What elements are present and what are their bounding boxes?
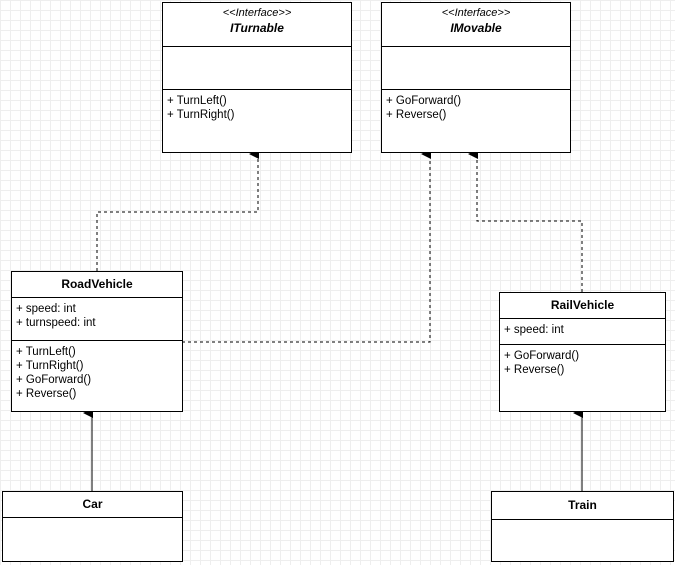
imovable-interface[interactable]: <<Interface>> IMovable + GoForward() + R… xyxy=(381,2,571,153)
iturnable-header: <<Interface>> ITurnable xyxy=(163,3,351,47)
railvehicle-methods: + GoForward() + Reverse() xyxy=(500,345,665,377)
method: + Reverse() xyxy=(16,388,77,400)
method: + TurnLeft() xyxy=(16,346,76,358)
realization-roadvehicle-imovable xyxy=(182,149,431,343)
imovable-name: IMovable xyxy=(450,21,502,35)
imovable-header: <<Interface>> IMovable xyxy=(382,3,570,47)
iturnable-methods: + TurnLeft() + TurnRight() xyxy=(163,90,351,122)
imovable-methods: + GoForward() + Reverse() xyxy=(382,90,570,122)
attribute: + speed: int xyxy=(16,303,76,315)
car-name: Car xyxy=(82,497,103,511)
method: + GoForward() xyxy=(504,350,580,362)
method: + GoForward() xyxy=(386,95,462,107)
iturnable-attributes xyxy=(163,47,351,90)
roadvehicle-class[interactable]: RoadVehicle + speed: int + turnspeed: in… xyxy=(11,271,183,412)
roadvehicle-attributes: + speed: int + turnspeed: int xyxy=(12,298,182,341)
method: + GoForward() xyxy=(16,374,92,386)
iturnable-stereotype: <<Interface>> xyxy=(222,7,292,19)
realization-railvehicle-imovable xyxy=(468,149,583,292)
roadvehicle-name: RoadVehicle xyxy=(61,277,133,291)
train-header: Train xyxy=(492,492,673,520)
method: + Reverse() xyxy=(386,109,447,121)
method: + TurnLeft() xyxy=(167,95,227,107)
train-class[interactable]: Train xyxy=(491,491,674,562)
imovable-stereotype: <<Interface>> xyxy=(441,7,511,19)
iturnable-interface[interactable]: <<Interface>> ITurnable + TurnLeft() + T… xyxy=(162,2,352,153)
imovable-attributes xyxy=(382,47,570,90)
railvehicle-header: RailVehicle xyxy=(500,293,665,319)
railvehicle-attributes: + speed: int xyxy=(500,319,665,345)
railvehicle-name: RailVehicle xyxy=(550,298,615,312)
car-class[interactable]: Car xyxy=(2,491,183,562)
realization-roadvehicle-iturnable xyxy=(96,149,259,271)
attribute: + turnspeed: int xyxy=(16,317,96,329)
train-name: Train xyxy=(568,498,597,512)
roadvehicle-methods: + TurnLeft() + TurnRight() + GoForward()… xyxy=(12,341,182,401)
method: + TurnRight() xyxy=(16,360,84,372)
method: + Reverse() xyxy=(504,364,565,376)
car-header: Car xyxy=(3,492,182,518)
railvehicle-class[interactable]: RailVehicle + speed: int + GoForward() +… xyxy=(499,292,666,412)
method: + TurnRight() xyxy=(167,109,235,121)
attribute: + speed: int xyxy=(504,324,564,336)
roadvehicle-header: RoadVehicle xyxy=(12,272,182,298)
iturnable-name: ITurnable xyxy=(230,21,284,35)
